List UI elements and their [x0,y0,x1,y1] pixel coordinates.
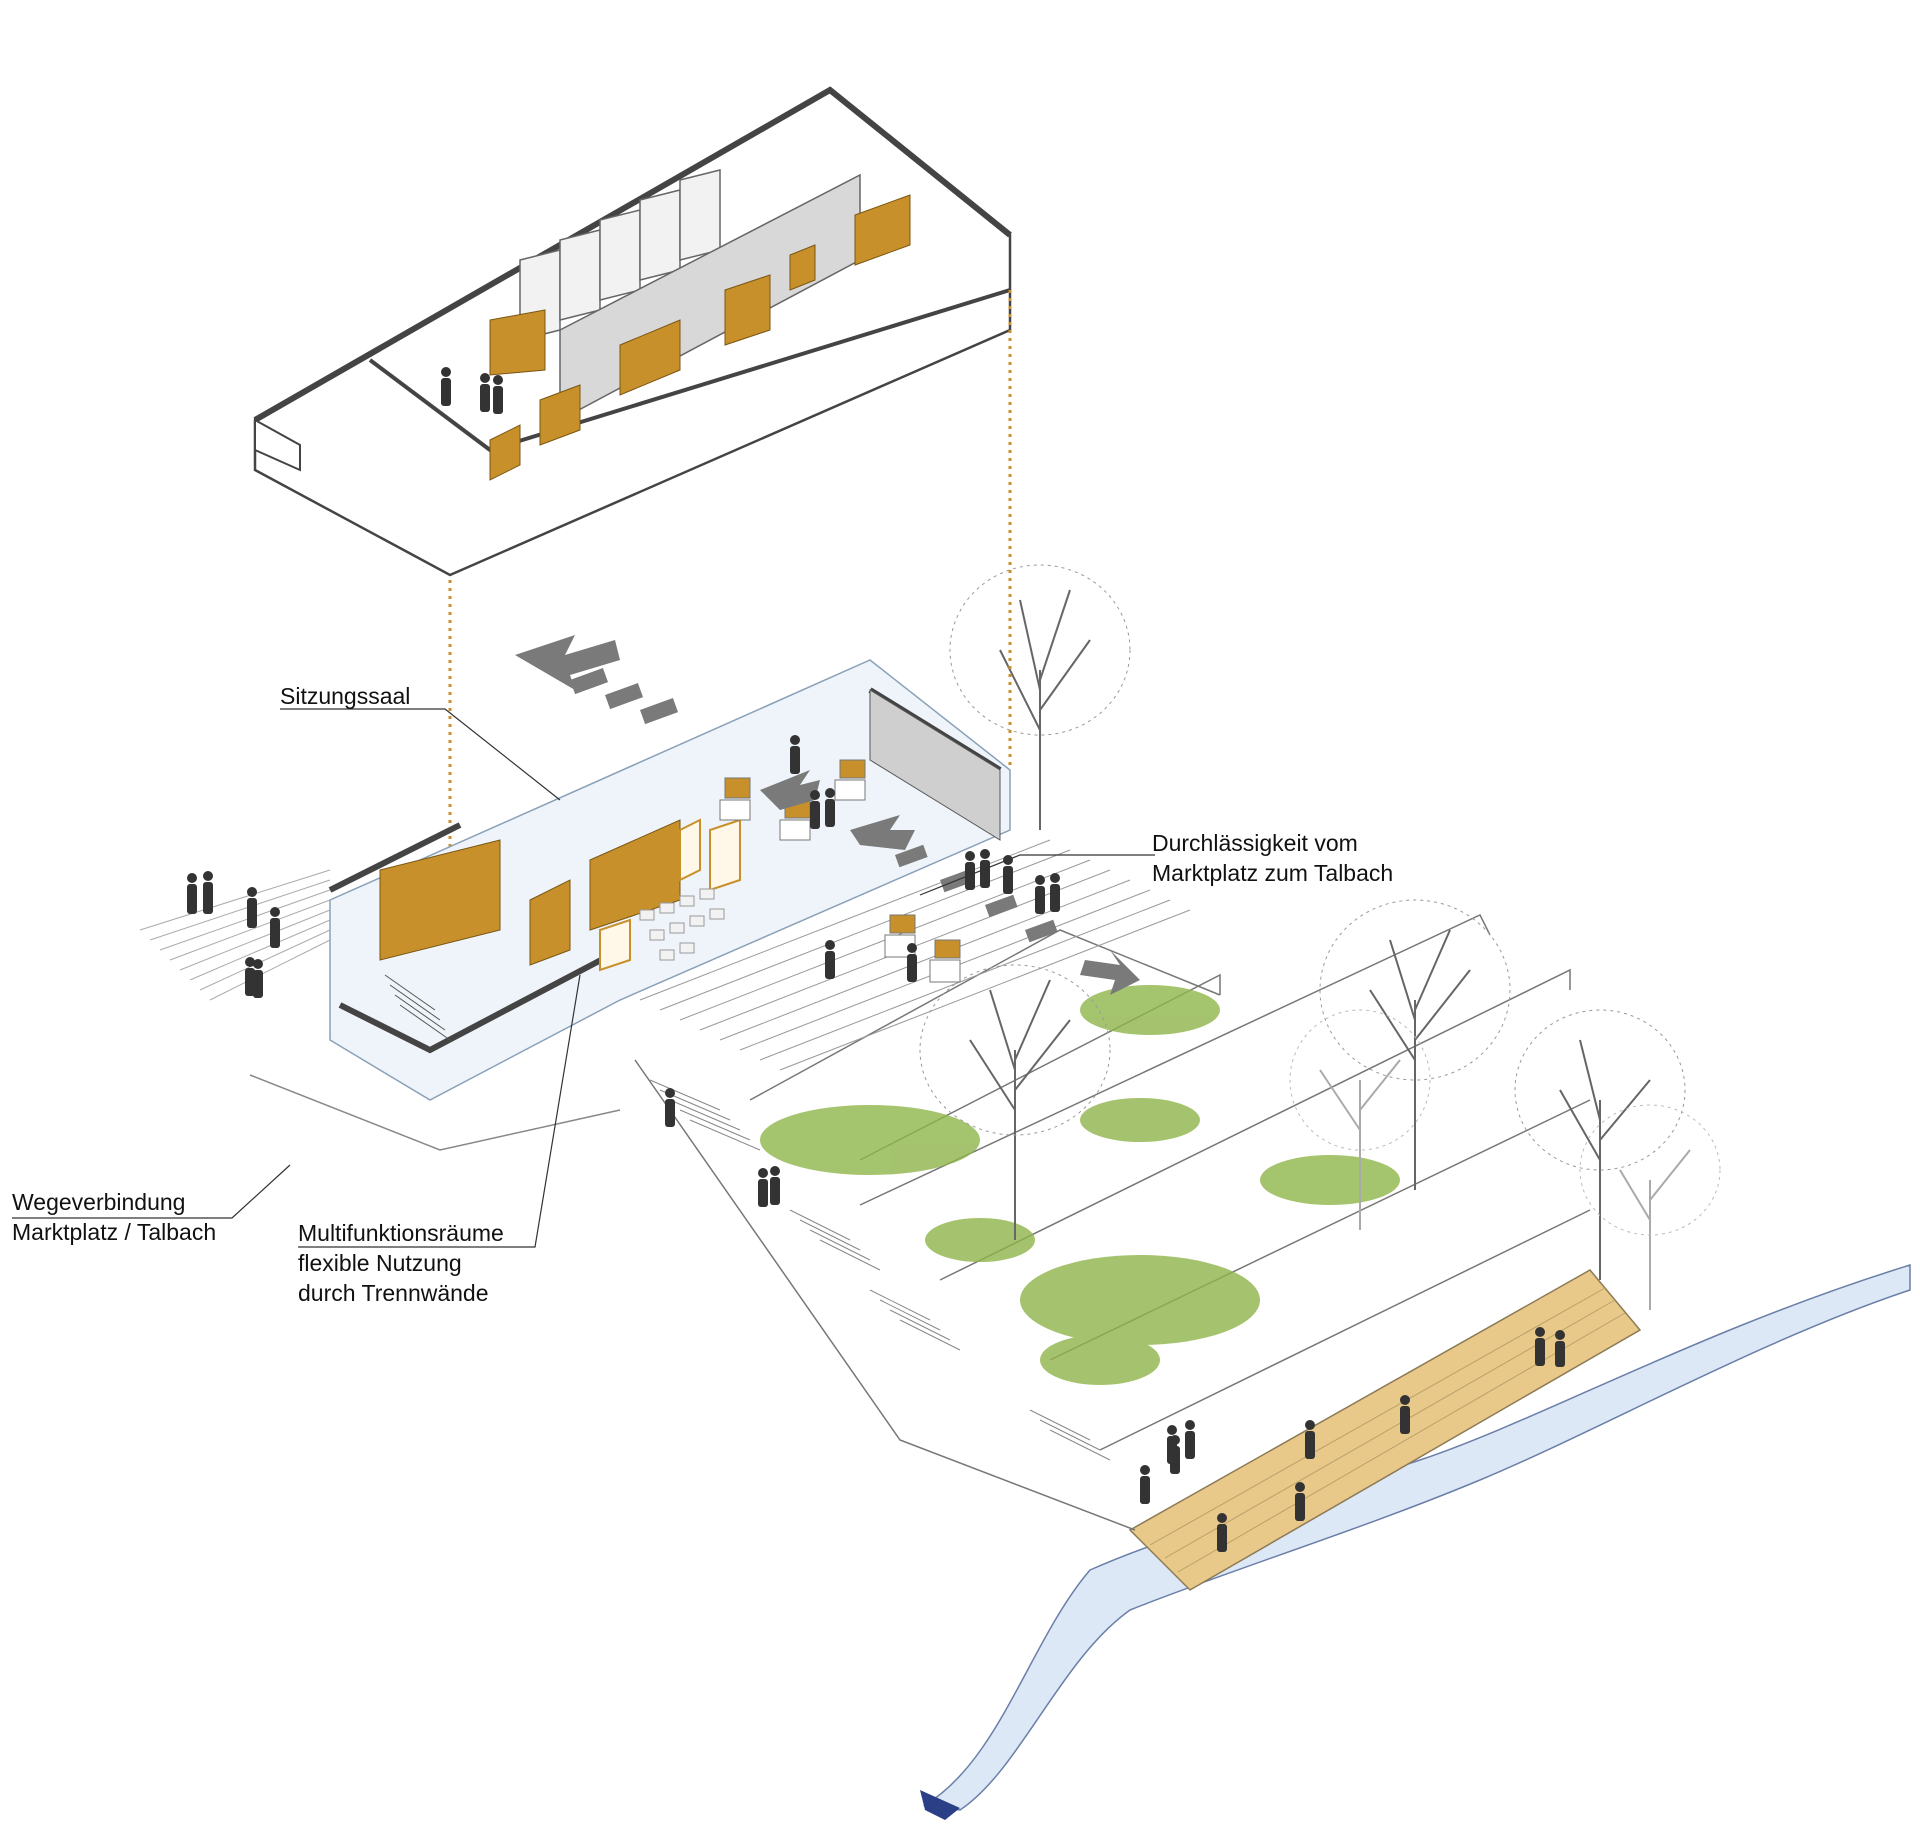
person-icon [1050,873,1060,912]
trees [919,564,1721,1310]
tree-2 [919,964,1111,1240]
person-icon [187,873,197,914]
tree-4 [1289,1009,1431,1230]
person-icon [1217,1513,1227,1552]
person-icon [1535,1327,1545,1366]
person-icon [203,871,213,914]
flow-arrows [515,635,1140,995]
person-icon [1035,875,1045,914]
tree-5 [1514,1009,1686,1280]
person-icon [441,367,451,406]
label-multifunktion-line1: Multifunktionsräume [298,1220,504,1246]
label-multifunktion-line2: flexible Nutzung [298,1250,462,1276]
person-icon [1185,1420,1195,1459]
auditorium-seating [639,888,725,961]
tree-3 [1319,899,1511,1190]
arrow-center-icon [760,770,820,810]
person-icon [790,735,800,774]
talbach-river [920,1263,1911,1820]
person-icon [665,1088,675,1127]
label-wegeverbindung-line2: Marktplatz / Talbach [12,1219,217,1245]
person-icon [825,788,835,827]
person-icon [1555,1330,1565,1367]
arrow-center2-icon [850,815,915,850]
person-icon [1305,1420,1315,1459]
label-multifunktion: Multifunktionsräume flexible Nutzung dur… [298,1218,504,1308]
person-icon [907,943,917,982]
wooden-deck-steps [1128,1269,1642,1591]
person-icon [965,851,975,890]
label-multifunktion-line3: durch Trennwände [298,1280,489,1306]
person-icon [247,887,257,928]
path-connection [249,1074,621,1151]
tree-1 [949,564,1131,830]
arrow-up-icon [515,635,620,690]
person-icon [480,373,490,412]
label-durchlaessigkeit: Durchlässigkeit vom Marktplatz zum Talba… [1152,828,1393,888]
label-wegeverbindung-line1: Wegeverbindung [12,1189,186,1215]
stair-flight-3 [869,1289,961,1351]
person-icon [1295,1482,1305,1521]
leader-sitzungssaal [280,708,561,801]
leader-lines [12,708,1155,1248]
person-icon [1400,1395,1410,1434]
leader-wegeverbindung [12,1164,291,1219]
stepped-plaza [639,839,1191,1071]
stair-flight-1 [649,1079,761,1151]
person-icon [493,375,503,414]
person-icon [810,790,820,829]
label-wegeverbindung: Wegeverbindung Marktplatz / Talbach [12,1187,216,1247]
person-icon [825,940,835,979]
leader-durchlaessigkeit [919,854,1155,896]
upper-floor-module [253,86,1012,577]
stair-flight-4 [1029,1409,1111,1461]
ground-floor-module [328,659,1011,1101]
label-sitzungssaal: Sitzungssaal [280,681,410,711]
label-sitzungssaal-text: Sitzungssaal [280,683,411,709]
grass-areas [760,985,1400,1385]
people-silhouettes [187,367,1565,1552]
person-icon [770,1166,780,1205]
arrow-down-icon [1080,950,1140,995]
person-icon [980,849,990,888]
label-durchlaessigkeit-line1: Durchlässigkeit vom [1152,830,1358,856]
label-durchlaessigkeit-line2: Marktplatz zum Talbach [1152,860,1394,886]
interior-stair [384,974,451,1041]
left-entrance-steps [139,869,331,1001]
person-icon [1140,1465,1150,1504]
person-icon [245,957,255,996]
person-icon [758,1168,768,1207]
tree-6 [1579,1104,1721,1310]
person-icon [1170,1435,1180,1474]
leader-multifunktion [298,974,581,1248]
person-icon [253,959,263,998]
person-icon [270,907,280,948]
stair-flight-2 [789,1209,881,1271]
